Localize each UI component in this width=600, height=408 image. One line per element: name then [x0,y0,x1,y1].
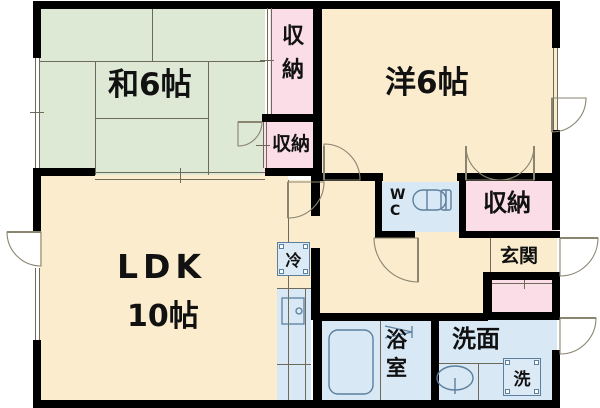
toilet-label-c: C [390,203,401,219]
door-swing-senmen [559,317,597,355]
closet-fill-washitsu-lower [263,122,320,175]
window-mullion [557,48,558,130]
room-label-yokushitsu-line2: 室 [386,356,407,380]
room-label-ldk-size: 10帖 [127,299,199,334]
interior-wall [483,280,492,320]
closet-edge-line [267,8,268,114]
interior-wall [483,312,560,320]
closet-fill-washitsu-upper [270,8,320,118]
interior-wall [459,231,560,238]
closet-tick [256,145,270,146]
window-mullion [35,58,36,168]
washing-machine-label: 洗 [513,369,531,390]
interior-wall [313,173,383,181]
closet-label-washitsu-lower: 収納 [272,133,311,155]
room-fill-ldk [40,175,288,400]
room-label-youshitsu: 洋6帖 [385,65,469,101]
room-label-genkan: 玄関 [500,245,539,267]
genkan-tick [524,277,525,289]
partition-line [490,236,491,276]
interior-wall [375,231,415,238]
exterior-wall-east [552,272,560,312]
bath-divider-line [380,320,381,400]
exterior-wall-west [33,1,41,58]
vanity-line [478,363,479,400]
tatami-seam [95,118,208,119]
interior-wall [262,114,320,122]
room-label-ldk: LDK [117,247,206,286]
refrigerator-label: 冷 [285,251,302,270]
washing-machine-space-marker: 洗 [503,358,541,396]
tatami-seam [152,8,153,61]
interior-wall [265,168,320,176]
window-tick [30,112,44,113]
exterior-wall-east [552,1,560,48]
closet-label-washitsu-upper-2: 納 [282,58,305,83]
interior-wall [457,173,560,181]
door-swing-ldk-west [6,231,42,267]
kitchen-counter-line [277,288,311,289]
interior-wall [311,248,320,320]
exterior-wall-west [33,168,41,232]
interior-wall [313,313,488,321]
interior-wall [33,168,95,176]
exterior-wall-west [33,340,41,408]
tatami-seam [208,61,209,175]
interior-wall [459,180,466,238]
closet-edge-line [271,8,272,114]
closet-label-youshitsu: 収納 [483,189,531,217]
vanity-line [438,363,520,364]
window-mullion [553,48,554,130]
tatami-seam [40,61,265,62]
room-fill-genkan [492,236,557,276]
toilet-label-w: W [390,187,406,203]
exterior-wall-north [33,1,560,9]
sliding-door-tick [180,168,181,183]
closet-fill-youshitsu [466,180,557,232]
interior-wall [375,180,382,238]
room-label-senmen: 洗面 [452,325,500,353]
exterior-wall-south [33,400,560,408]
room-label-yokushitsu-line1: 浴 [386,328,407,352]
closet-label-washitsu-upper-1: 収 [282,24,305,49]
interior-wall [483,272,560,280]
room-label-washitsu: 和6帖 [108,67,192,103]
exterior-wall-east [552,350,560,408]
refrigerator-space-marker: 冷 [277,242,310,276]
interior-wall [265,1,270,9]
closet-tick [260,60,274,61]
window-mullion [39,58,40,168]
kitchen-counter-line [305,288,306,400]
interior-wall [313,313,322,408]
door-swing-genkan [559,237,599,277]
interior-wall [311,176,320,216]
interior-wall [313,1,322,181]
interior-wall [431,320,439,408]
window-mullion [39,268,40,340]
kitchen-counter-line [277,364,311,365]
window-mullion [35,268,36,340]
partition-line [288,180,289,400]
